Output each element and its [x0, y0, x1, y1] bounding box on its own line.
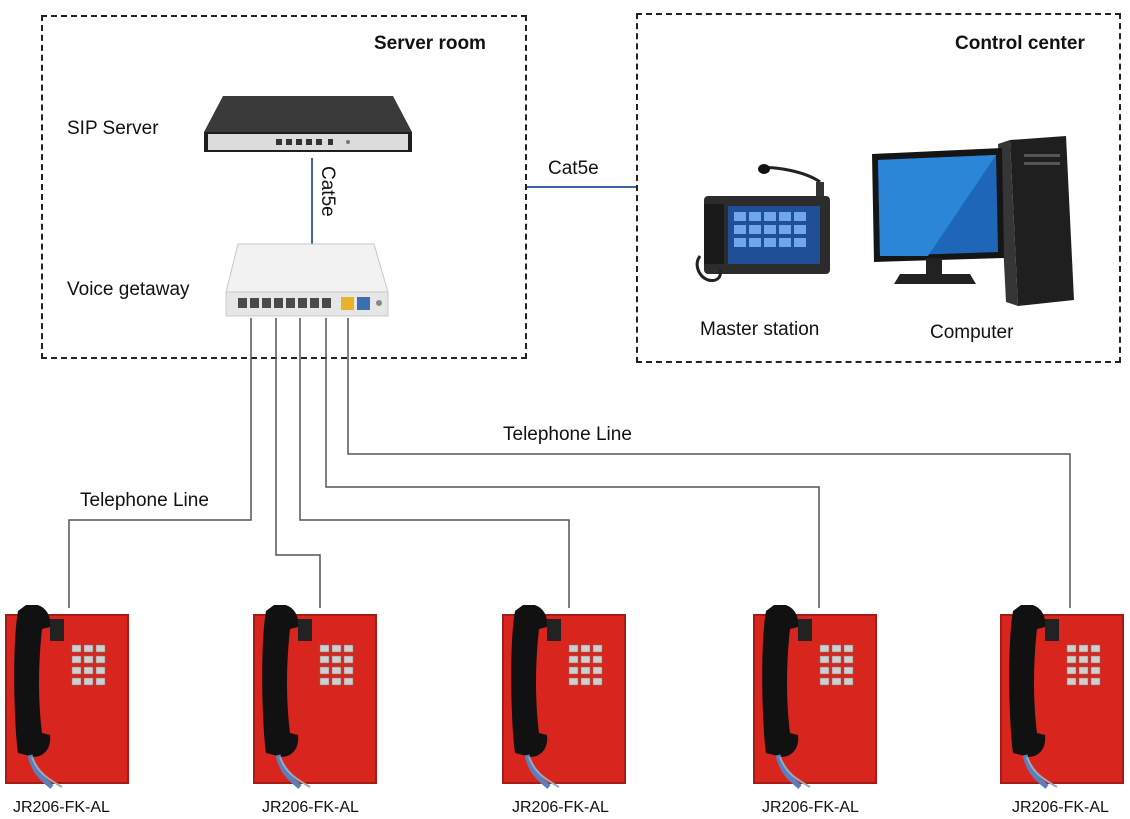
telephone-line-4	[325, 318, 820, 608]
master-station-device	[695, 164, 830, 282]
voice-gateway-device	[225, 243, 389, 317]
telephone-line-2	[275, 318, 321, 608]
telephone-line-5	[347, 318, 1071, 608]
phone-4	[748, 605, 888, 795]
control-center-box	[636, 13, 1121, 363]
phone-4-label: JR206-FK-AL	[762, 799, 859, 816]
computer-label: Computer	[930, 322, 1014, 343]
phone-1-label: JR206-FK-AL	[13, 799, 110, 816]
computer-device	[872, 136, 1074, 306]
phone-3	[497, 605, 637, 795]
telephone-line-right-label: Telephone Line	[503, 424, 632, 445]
cat5e-vertical-label: Cat5e	[317, 166, 338, 217]
phone-5-label: JR206-FK-AL	[1012, 799, 1109, 816]
phone-1	[0, 605, 140, 795]
control-center-title: Control center	[955, 33, 1085, 54]
telephone-line-3	[299, 318, 570, 608]
cat5e-horizontal-label: Cat5e	[548, 158, 599, 179]
master-station-label: Master station	[700, 319, 820, 340]
phone-2	[248, 605, 388, 795]
phone-3-label: JR206-FK-AL	[512, 799, 609, 816]
telephone-line-left-label: Telephone Line	[80, 490, 209, 511]
server-room-title: Server room	[374, 33, 486, 54]
sip-server-device	[204, 96, 412, 152]
sip-server-label: SIP Server	[67, 118, 159, 139]
phone-2-label: JR206-FK-AL	[262, 799, 359, 816]
server-room-box	[41, 15, 527, 359]
telephone-line-1	[68, 318, 252, 608]
voice-gateway-label: Voice getaway	[67, 279, 190, 300]
phone-5	[995, 605, 1130, 795]
